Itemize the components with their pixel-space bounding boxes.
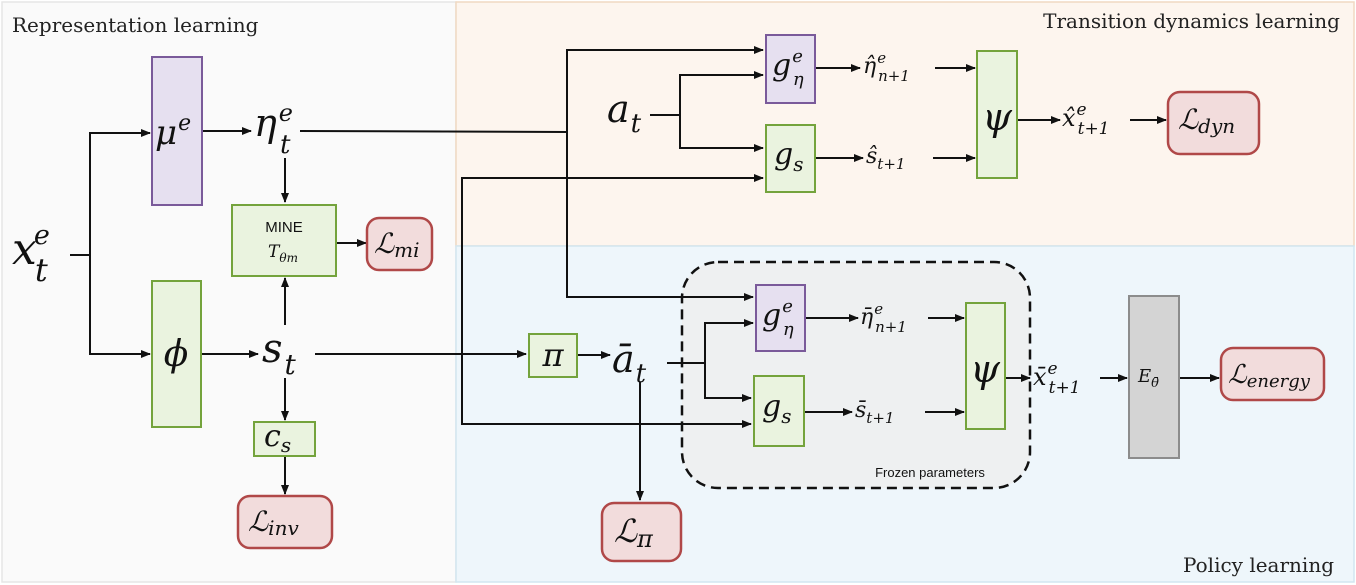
mine-T-label: Tθm [268,242,298,265]
loss-mi-label: ℒmi [374,227,420,262]
cs-label: cs [264,419,291,457]
wire-a-to-gs [679,115,764,152]
pi-label: π [541,336,564,374]
loss-pi-label: ℒπ [614,512,654,553]
wire-abar-to-gs [704,363,752,402]
mine-box [231,204,337,277]
g-s-label-dyn: gs [774,137,803,176]
wire-s-to-gs-dyn [461,174,764,354]
loss-dyn-box [1166,90,1261,156]
a-bar-label: āt [612,337,647,389]
phi-label: ϕ [164,334,189,375]
wire-abar-to-geta [667,319,754,364]
loss-dyn-label: ℒdyn [1178,103,1235,138]
loss-pi-box [600,501,683,563]
psi-box-policy [965,302,1006,430]
frozen-label: Frozen parameters [875,465,985,480]
g-s-box-policy [753,375,805,447]
representation-panel [1,1,457,583]
g-eta-box-dyn [765,34,816,104]
g-s-label-policy: gs [762,389,791,428]
s-hat-label: ŝt+1 [866,144,905,173]
mine-title: MINE [265,219,303,236]
representation-title: Representation learning [12,13,259,37]
energy-box [1128,295,1180,459]
wire-a-to-geta [650,71,764,116]
mu-label: μe [155,111,191,153]
wire-x-to-phi [89,255,151,358]
loss-mi-box [365,216,434,272]
g-s-box-dyn [765,124,816,193]
policy-title: Policy learning [1183,553,1334,577]
phi-encoder-box [151,280,202,428]
psi-label-dyn: ψ [982,95,1013,139]
loss-energy-label: ℒenergy [1228,360,1311,392]
s-label: st [262,326,297,381]
loss-energy-box [1219,346,1326,402]
psi-label-policy: ψ [970,347,1001,391]
loss-inv-label: ℒinv [248,505,299,540]
mu-encoder-box [151,56,203,206]
wire-eta-to-geta-policy [566,132,754,301]
wire-x-to-mu [70,129,151,256]
action-a-label: at [607,87,642,139]
wires [70,46,1220,501]
wire-eta-to-geta-dyn [299,46,764,134]
loss-inv-box [236,494,334,550]
energy-label: Eθ̄ [1137,366,1159,391]
g-eta-box-policy [755,284,806,352]
psi-box-dyn [976,50,1018,179]
wire-s-to-gs-policy [461,354,752,428]
transition-title: Transition dynamics learning [1043,9,1340,33]
pi-box [528,333,578,378]
cs-box [253,421,316,457]
s-bar-label: s̄t+1 [855,398,894,427]
